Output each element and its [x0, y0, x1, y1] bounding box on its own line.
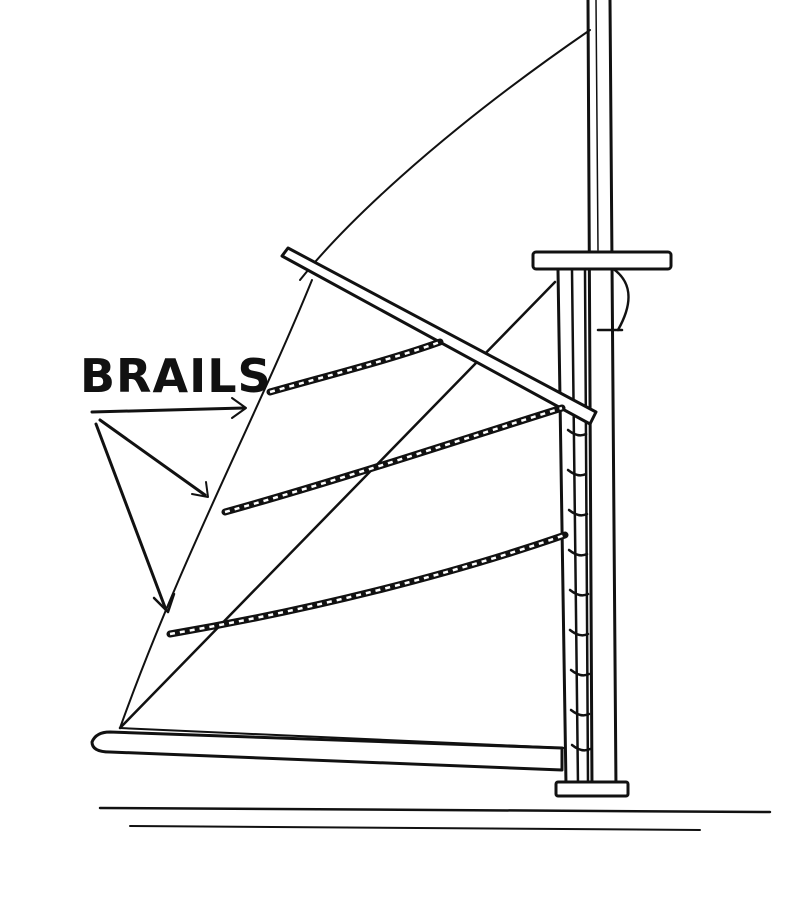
mast-woolding	[566, 428, 592, 752]
brail-rope-2	[221, 404, 566, 516]
yard	[280, 246, 598, 426]
arrow-to-brail-1	[90, 397, 247, 419]
deck-lines	[98, 806, 772, 831]
arrow-to-brail-2	[98, 418, 209, 498]
brail-rope-1	[266, 338, 444, 396]
brail-rope-3	[166, 531, 569, 638]
mast-lower-column	[554, 268, 630, 798]
boom	[90, 730, 564, 772]
mast-cap	[531, 250, 673, 271]
mast	[586, 0, 630, 792]
brails-label: BRAILS	[80, 349, 272, 403]
brail-arrows	[90, 397, 247, 614]
arrow-to-brail-3	[94, 422, 176, 614]
